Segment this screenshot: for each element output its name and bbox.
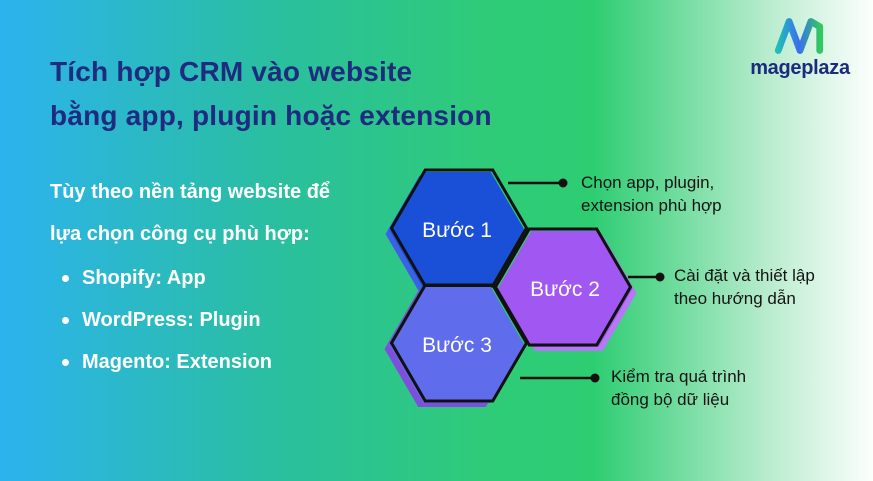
connector-step-1 <box>508 178 568 188</box>
annotation-step-1-line1: Chọn app, plugin, <box>581 173 715 192</box>
mageplaza-logo: mageplaza <box>741 16 859 80</box>
annotation-step-1: Chọn app, plugin, extension phù hợp <box>581 171 722 217</box>
hexagon-step-3: Bước 3 <box>384 283 529 407</box>
annotation-step-3-line2: đồng bộ dữ liệu <box>611 390 730 409</box>
intro-line1: Tùy theo nền tảng website để <box>50 181 331 203</box>
step-3-label: Bước 3 <box>422 334 492 357</box>
hexagon-step-2-fill <box>497 231 633 347</box>
connector-dot-1 <box>558 178 568 188</box>
step-1-label: Bước 1 <box>422 219 492 242</box>
connector-step-2 <box>628 272 665 282</box>
annotation-step-3: Kiểm tra quá trình đồng bộ dữ liệu <box>611 365 746 411</box>
page-title: Tích hợp CRM vào website bằng app, plugi… <box>50 50 492 138</box>
intro-text: Tùy theo nền tảng website để lựa chọn cô… <box>50 171 330 255</box>
platform-list: Shopify: App WordPress: Plugin Magento: … <box>62 257 272 383</box>
connector-dot-2 <box>655 272 665 282</box>
mageplaza-m-icon <box>774 18 824 54</box>
page-title-line2: bằng app, plugin hoặc extension <box>50 100 492 131</box>
step-2-label: Bước 2 <box>530 278 600 301</box>
annotation-step-2-line2: theo hướng dẫn <box>674 289 796 308</box>
logo-brand-text: mageplaza <box>750 57 850 79</box>
list-item-label: WordPress: Plugin <box>82 308 261 331</box>
list-item-magento: Magento: Extension <box>62 341 272 383</box>
hexagon-step-3-outline <box>389 283 529 403</box>
bullet-icon <box>62 358 69 366</box>
page-title-line1: Tích hợp CRM vào website <box>50 56 413 87</box>
list-item-label: Magento: Extension <box>82 350 273 373</box>
bullet-icon <box>62 274 69 282</box>
bullet-icon <box>62 316 69 324</box>
annotation-step-2: Cài đặt và thiết lập theo hướng dẫn <box>674 264 815 310</box>
intro-line2: lựa chọn công cụ phù hợp: <box>50 223 310 245</box>
list-item-wordpress: WordPress: Plugin <box>62 299 272 341</box>
hexagon-step-1-fill <box>389 172 525 288</box>
annotation-step-3-line1: Kiểm tra quá trình <box>611 367 747 386</box>
hexagon-step-3-fill <box>389 287 525 403</box>
hexagon-step-2: Bước 2 <box>493 227 637 351</box>
connector-dot-3 <box>590 373 600 383</box>
annotation-step-1-line2: extension phù hợp <box>581 196 722 215</box>
list-item-label: Shopify: App <box>82 266 206 289</box>
annotation-step-2-line1: Cài đặt và thiết lập <box>674 266 815 285</box>
connector-step-3 <box>520 373 600 383</box>
hexagon-step-1: Bước 1 <box>385 168 529 292</box>
list-item-shopify: Shopify: App <box>62 257 272 299</box>
